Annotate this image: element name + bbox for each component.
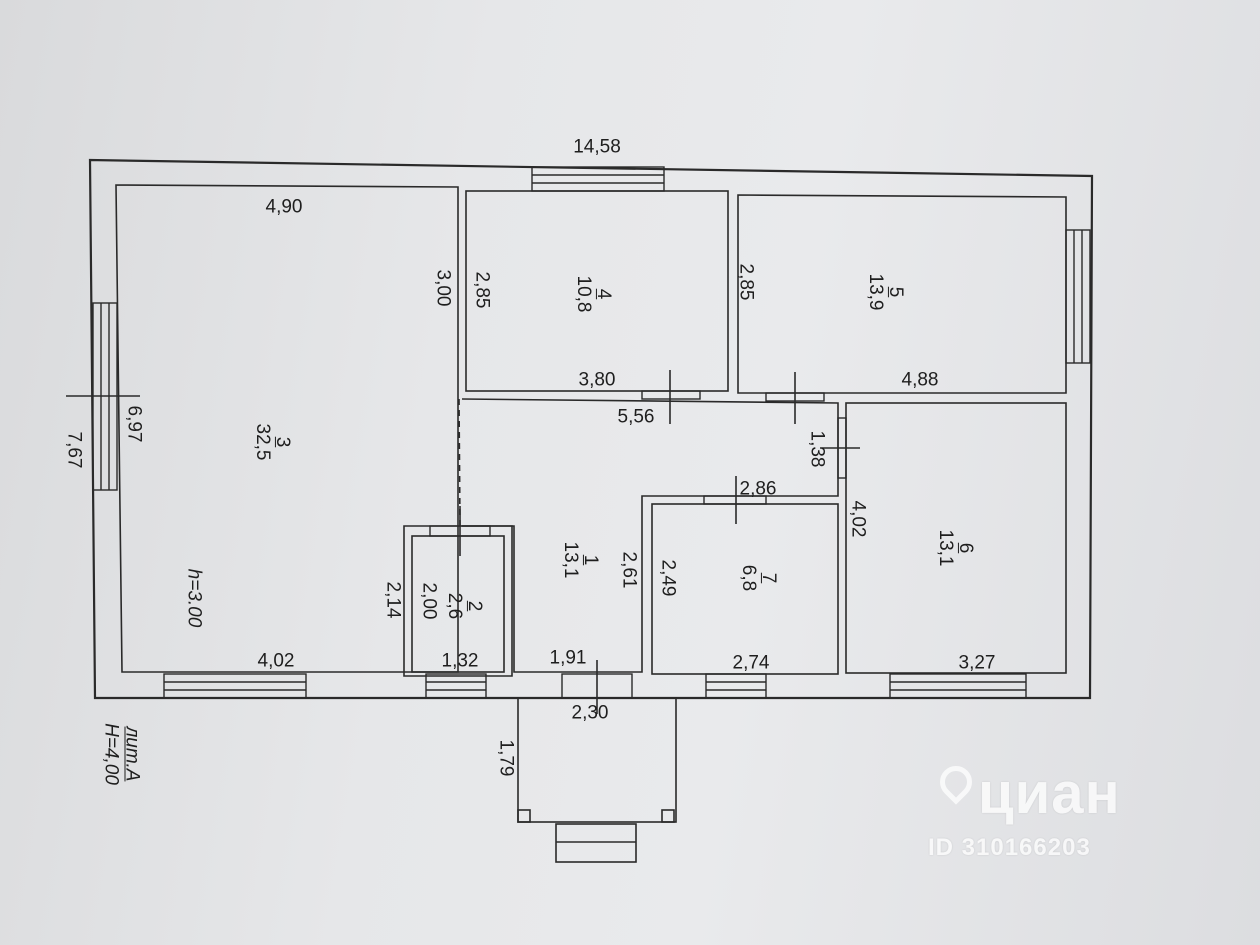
room-7-label: 7 6,8 bbox=[738, 564, 779, 592]
room-6-outline bbox=[845, 402, 1067, 674]
dim-outer-width: 14,58 bbox=[573, 136, 621, 158]
room-4-label: 4 10,8 bbox=[573, 275, 614, 313]
dim-r3-depth: 6,97 bbox=[123, 405, 145, 443]
watermark-id: ID 310166203 bbox=[928, 834, 1091, 861]
dim-r1-bottom: 1,91 bbox=[549, 647, 587, 669]
dim-hall-width: 5,56 bbox=[617, 406, 655, 428]
room-1-label: 1 13,1 bbox=[560, 541, 601, 579]
dim-r3-width: 4,90 bbox=[265, 196, 303, 218]
dim-hall-right: 1,38 bbox=[806, 430, 828, 468]
window-bottom-r7 bbox=[705, 673, 767, 699]
room-5-outline bbox=[737, 194, 1067, 394]
dim-r7-top: 2,86 bbox=[739, 478, 777, 500]
window-bottom-r3 bbox=[163, 673, 307, 699]
room-number: 3 bbox=[271, 436, 293, 448]
ceiling-height-note: h=3.00 bbox=[183, 568, 205, 628]
dim-r2-outer: 2,14 bbox=[382, 581, 404, 619]
dim-r7-bottom: 2,74 bbox=[732, 652, 770, 674]
room-6-label: 6 13,1 bbox=[935, 529, 976, 567]
room-area: 32,5 bbox=[252, 423, 273, 461]
dim-porch-width: 2,30 bbox=[571, 702, 609, 724]
porch-post-left bbox=[517, 809, 531, 823]
letter-note: лит.А bbox=[121, 726, 143, 782]
room-3-label: 3 32,5 bbox=[252, 423, 293, 461]
room-number: 6 bbox=[954, 542, 976, 554]
door-room-6 bbox=[820, 417, 860, 479]
room-number: 5 bbox=[884, 286, 906, 298]
door-room-5 bbox=[765, 372, 825, 424]
door-room-4 bbox=[641, 370, 701, 424]
height-note: H=4,00 bbox=[100, 723, 122, 785]
dim-r3-partition: 3,00 bbox=[432, 269, 454, 307]
dim-r3-bottom: 4,02 bbox=[257, 650, 295, 672]
room-number: 2 bbox=[463, 600, 485, 612]
dim-r5-left: 2,85 bbox=[735, 263, 757, 301]
porch-post-right bbox=[661, 809, 675, 823]
dim-outer-depth: 7,67 bbox=[63, 431, 85, 469]
dim-r2-width: 1,32 bbox=[441, 650, 479, 672]
dim-r7-left: 2,49 bbox=[657, 559, 679, 597]
room-area: 13,1 bbox=[560, 541, 581, 579]
room-1-outline bbox=[461, 398, 839, 673]
door-room-2 bbox=[429, 506, 491, 556]
room-area: 2,6 bbox=[444, 592, 465, 620]
porch-steps bbox=[555, 823, 637, 863]
dim-r5-bottom: 4,88 bbox=[901, 369, 939, 391]
dim-r6-left: 4,02 bbox=[847, 500, 869, 538]
outer-wall bbox=[88, 158, 1094, 700]
dim-r4-bottom: 3,80 bbox=[578, 369, 616, 391]
room-area: 10,8 bbox=[573, 275, 594, 313]
room-2-label: 2 2,6 bbox=[444, 592, 485, 620]
room-area: 13,1 bbox=[935, 529, 956, 567]
window-top bbox=[531, 166, 665, 192]
window-bottom-r2 bbox=[425, 673, 487, 699]
door-entrance bbox=[561, 660, 633, 714]
dim-r2-depth: 2,00 bbox=[418, 582, 440, 620]
watermark-brand: циан bbox=[978, 761, 1121, 826]
dim-porch-depth: 1,79 bbox=[495, 739, 517, 777]
dim-r1-right: 2,61 bbox=[618, 551, 640, 589]
door-room-7 bbox=[703, 476, 767, 524]
dim-r6-bottom: 3,27 bbox=[958, 652, 996, 674]
window-bottom-r6 bbox=[889, 673, 1027, 699]
window-right bbox=[1065, 229, 1091, 364]
room-number: 7 bbox=[757, 572, 779, 584]
dim-r4-left: 2,85 bbox=[471, 271, 493, 309]
room-5-label: 5 13,9 bbox=[865, 273, 906, 311]
room-area: 6,8 bbox=[738, 564, 759, 592]
room-area: 13,9 bbox=[865, 273, 886, 311]
room-number: 1 bbox=[579, 554, 601, 566]
room-number: 4 bbox=[592, 288, 614, 300]
